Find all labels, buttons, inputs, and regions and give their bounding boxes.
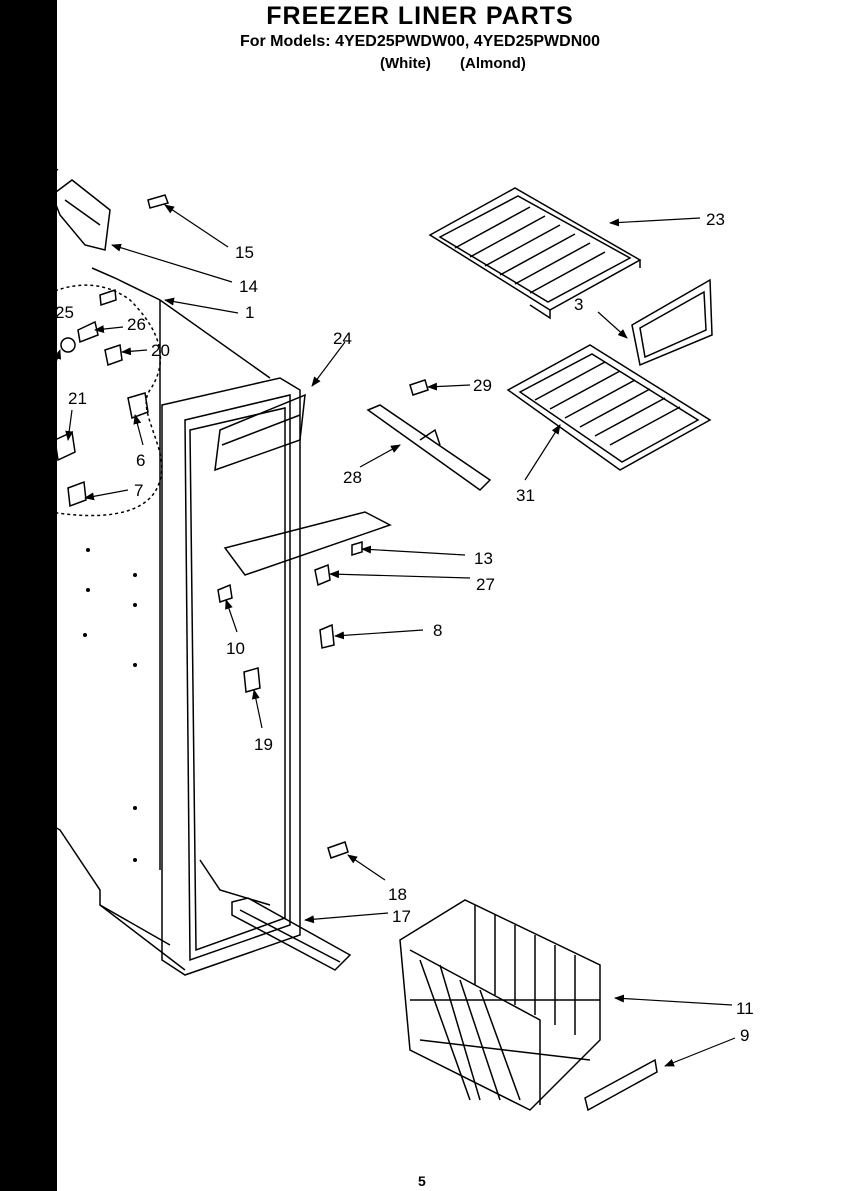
callout-10: 10 <box>226 639 245 658</box>
leader-lines <box>34 204 736 1067</box>
callout-2: 2 <box>42 393 51 412</box>
callout-1: 1 <box>245 303 254 322</box>
callout-20: 20 <box>151 341 170 360</box>
callout-28: 28 <box>343 468 362 487</box>
scan-edge-bar <box>0 0 57 1191</box>
callout-13: 13 <box>474 549 493 568</box>
callout-8: 8 <box>433 621 442 640</box>
callout-31: 31 <box>516 486 535 505</box>
document-number: 4394161 <box>2 1175 49 1189</box>
mounting-plate <box>223 511 392 576</box>
callout-27: 27 <box>476 575 495 594</box>
liner-front-frame <box>161 377 301 976</box>
callout-18: 18 <box>388 885 407 904</box>
fastener-10 <box>217 583 233 603</box>
trim-24 <box>214 393 306 472</box>
callout-9: 9 <box>740 1026 749 1045</box>
model-list: For Models: 4YED25PWDW00, 4YED25PWDN00 <box>239 33 601 50</box>
clip-13 <box>351 540 363 557</box>
control-components <box>24 288 149 508</box>
page-number: 5 <box>418 1173 426 1189</box>
clip-27 <box>314 563 331 587</box>
callout-17: 17 <box>392 907 411 926</box>
callout-7: 7 <box>134 481 143 500</box>
bar-9 <box>584 1058 658 1112</box>
grille-17 <box>231 897 352 971</box>
variant-almond-label: (Almond) <box>460 55 526 72</box>
screw-15 <box>147 194 169 209</box>
page-title: FREEZER LINER PARTS <box>266 2 574 30</box>
callout-25: 25 <box>55 303 74 322</box>
callout-26: 26 <box>127 315 146 334</box>
callout-29: 29 <box>473 376 492 395</box>
callout-14: 14 <box>239 277 258 296</box>
cover-3 <box>631 278 713 367</box>
callout-numbers: 15 14 1 23 3 24 25 26 20 2 21 6 7 29 28 … <box>42 210 754 1045</box>
screw-18 <box>327 841 349 859</box>
wire-basket-11 <box>399 899 601 1111</box>
callout-3: 3 <box>574 295 583 314</box>
callout-24: 24 <box>333 329 352 348</box>
wire-shelf-31 <box>506 344 712 471</box>
upper-bracket <box>51 179 111 251</box>
control-area-outline <box>9 284 163 517</box>
liner-holes <box>33 486 137 862</box>
callout-15: 15 <box>235 243 254 262</box>
freezer-liner-shell <box>7 159 271 971</box>
callout-21: 21 <box>68 389 87 408</box>
variant-white-label: (White) <box>380 55 431 72</box>
clip-8 <box>319 623 335 649</box>
wire-shelf-23 <box>428 187 642 320</box>
callout-6: 6 <box>136 451 145 470</box>
shelf-rail-28 <box>366 404 492 491</box>
callout-19: 19 <box>254 735 273 754</box>
callout-11: 11 <box>736 999 754 1018</box>
part-19 <box>243 667 261 693</box>
screw-29 <box>409 379 429 396</box>
callout-23: 23 <box>706 210 725 229</box>
